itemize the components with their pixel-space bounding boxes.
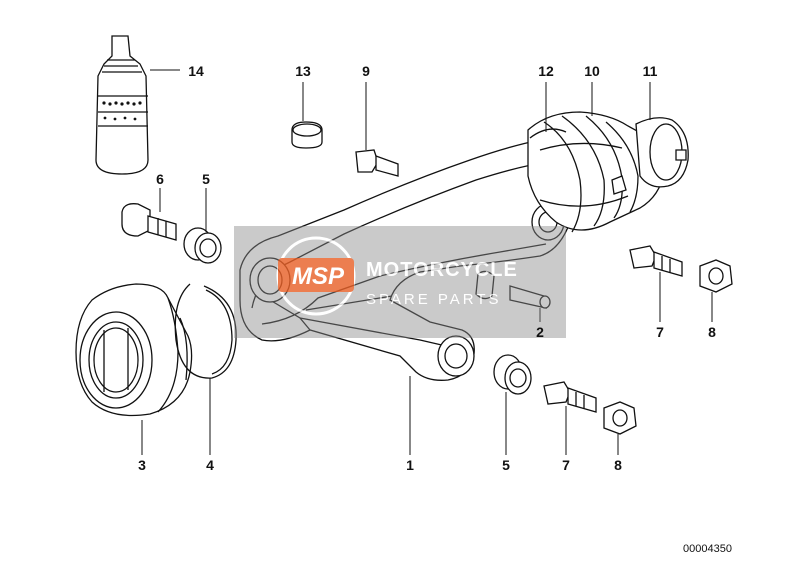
bolt-part-7-lower [543, 381, 597, 455]
watermark-line1: MOTORCYCLE [366, 259, 518, 281]
boot-part-3 [75, 283, 193, 455]
label-11: 11 [643, 63, 658, 79]
label-7-lower: 7 [562, 457, 570, 473]
rear-boot-part-10 [527, 82, 666, 233]
label-7-right: 7 [656, 324, 664, 340]
diagram-ref-code: 00004350 [683, 543, 732, 555]
nut-part-8-lower [603, 401, 637, 455]
label-2: 2 [536, 324, 544, 340]
label-13: 13 [295, 63, 311, 79]
label-10: 10 [584, 63, 600, 79]
bolt-part-6 [121, 188, 177, 241]
label-3: 3 [138, 457, 146, 473]
clamp-part-12 [529, 82, 627, 195]
part-labels: 14 13 9 12 10 11 6 5 2 7 8 3 4 1 5 7 8 [138, 63, 716, 473]
label-4: 4 [206, 457, 214, 473]
watermark-logo: MSP MOTORCYCLE SPARE PARTS [234, 226, 566, 338]
watermark-logo-text: MSP [292, 263, 345, 290]
label-5-upper: 5 [202, 171, 210, 187]
label-8-lower: 8 [614, 457, 622, 473]
label-1: 1 [406, 457, 414, 473]
circlip-part-4 [174, 283, 237, 455]
label-9: 9 [362, 63, 370, 79]
bolt-part-9 [355, 82, 399, 177]
pin-part-2 [509, 285, 551, 322]
bearing-part-5-upper [183, 188, 222, 264]
label-12: 12 [538, 63, 554, 79]
label-5-lower: 5 [502, 457, 510, 473]
bottle-part-14 [95, 35, 180, 175]
bearing-part-5-lower [493, 354, 532, 455]
label-14: 14 [188, 63, 204, 79]
label-8-right: 8 [708, 324, 716, 340]
label-6: 6 [156, 171, 164, 187]
nut-part-8-right [699, 259, 733, 322]
bolt-part-7-right [629, 245, 683, 322]
watermark-line2: SPARE PARTS [366, 291, 502, 308]
clamp-part-11 [635, 82, 689, 188]
cap-part-13 [291, 82, 323, 149]
